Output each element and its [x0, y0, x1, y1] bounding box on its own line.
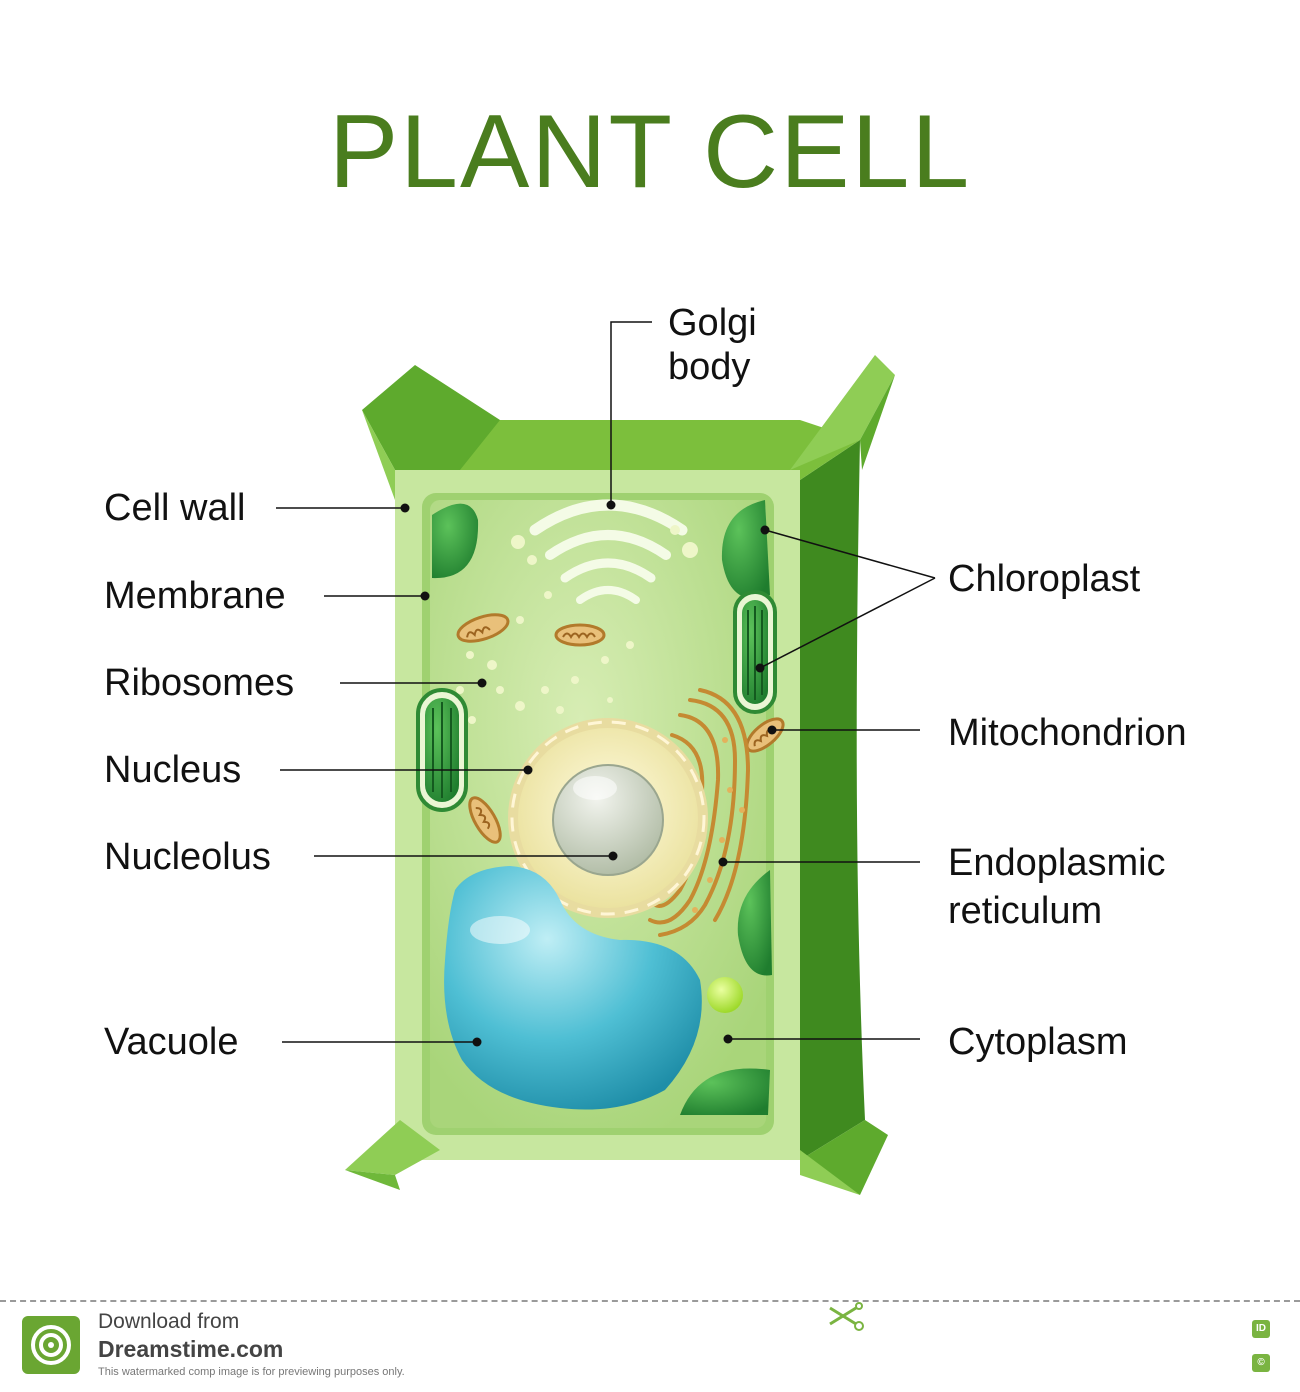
copyright-badge[interactable]: © [1252, 1354, 1270, 1372]
endoplasmic-reticulum-dots [692, 737, 745, 913]
ribosomes [456, 525, 698, 724]
leader-lines [276, 321, 936, 1043]
site-name-link[interactable]: Dreamstime.com [98, 1336, 284, 1362]
watermark-notice: This watermarked comp image is for previ… [98, 1366, 405, 1378]
mitochondrion-1 [456, 613, 510, 643]
chloroplast-bottom-right [680, 1068, 770, 1115]
label-cytoplasm: Cytoplasm [948, 1021, 1128, 1063]
vacuole [444, 866, 702, 1110]
vesicle [707, 977, 743, 1013]
chloroplast-mid-right [737, 870, 772, 976]
id-badge[interactable]: ID [1252, 1320, 1270, 1338]
chloroplast-top-left [432, 503, 479, 579]
label-mitochondrion: Mitochondrion [948, 712, 1187, 754]
dreamstime-logo-icon [22, 1316, 80, 1374]
label-cell-wall: Cell wall [104, 487, 246, 529]
chloroplast-top-right [721, 500, 770, 599]
mitochondrion-3 [468, 796, 502, 844]
label-ribosomes: Ribosomes [104, 662, 295, 704]
label-er-line1: Endoplasmic [948, 842, 1166, 884]
watermark-footer: Download from Dreamstime.com This waterm… [0, 1300, 1300, 1392]
mitochondrion-2 [554, 623, 606, 647]
label-vacuole: Vacuole [104, 1021, 239, 1063]
page-title: PLANT CELL [328, 94, 972, 210]
label-golgi-line1: Golgi [668, 302, 757, 344]
chloroplast-left-grana [416, 688, 468, 812]
chloroplast-right-grana [733, 590, 777, 714]
label-nucleolus: Nucleolus [104, 836, 271, 878]
label-chloroplast: Chloroplast [948, 558, 1141, 600]
label-membrane: Membrane [104, 575, 286, 617]
download-from-text: Download from [98, 1310, 240, 1333]
label-golgi-line2: body [668, 346, 751, 388]
plant-cell-diagram [276, 321, 936, 1195]
golgi-body [529, 499, 688, 604]
label-nucleus: Nucleus [104, 749, 242, 791]
endoplasmic-reticulum [648, 688, 751, 937]
label-er-line2: reticulum [948, 890, 1103, 932]
leader-dots [400, 500, 777, 1047]
nucleus [508, 718, 708, 918]
scissors-icon [829, 1302, 864, 1331]
